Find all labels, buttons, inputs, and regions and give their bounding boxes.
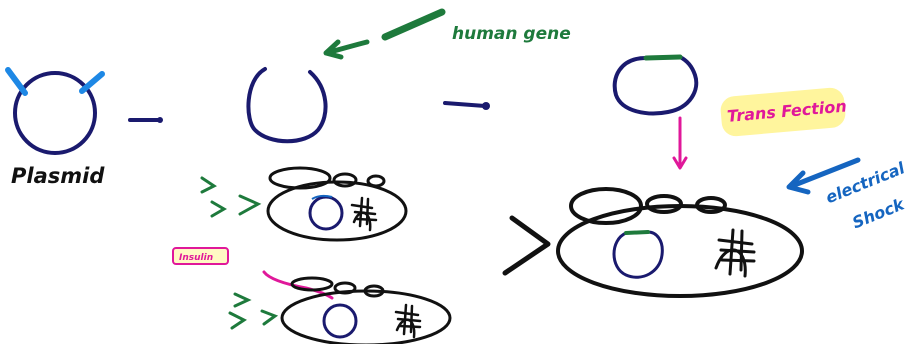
large-chevron — [505, 218, 548, 273]
arrow-plasmid-to-open — [130, 117, 163, 123]
recombinant-plasmid — [615, 57, 697, 113]
plasmid-circle — [15, 73, 95, 153]
bacterium-transformed-plasmid — [614, 232, 662, 277]
bacterium-upper-dna — [352, 198, 376, 230]
bacterium-transformed — [558, 189, 802, 296]
green-arrowheads-upper — [202, 178, 258, 216]
green-arrowheads-lower — [230, 294, 275, 328]
human-gene-fragment — [385, 12, 442, 37]
bacterium-upper — [268, 168, 406, 240]
bacterium-transformed-dna — [716, 230, 754, 276]
arrow-transfection-down — [674, 118, 686, 168]
bacterium-upper-plasmid — [310, 197, 342, 229]
insulin-label: Insulin — [179, 253, 213, 263]
bacterium-lower-dna — [396, 305, 420, 337]
plasmid-label: Plasmid — [11, 164, 105, 188]
open-plasmid — [248, 69, 325, 141]
arrow-open-to-recombinant — [445, 102, 490, 110]
bacterium-lower — [264, 272, 450, 344]
human-gene-label: human gene — [452, 24, 571, 44]
electrical-shock-label-line2: Shock — [850, 194, 908, 232]
arrow-gene-insertion — [326, 42, 367, 57]
bacterium-lower-plasmid — [324, 305, 356, 337]
